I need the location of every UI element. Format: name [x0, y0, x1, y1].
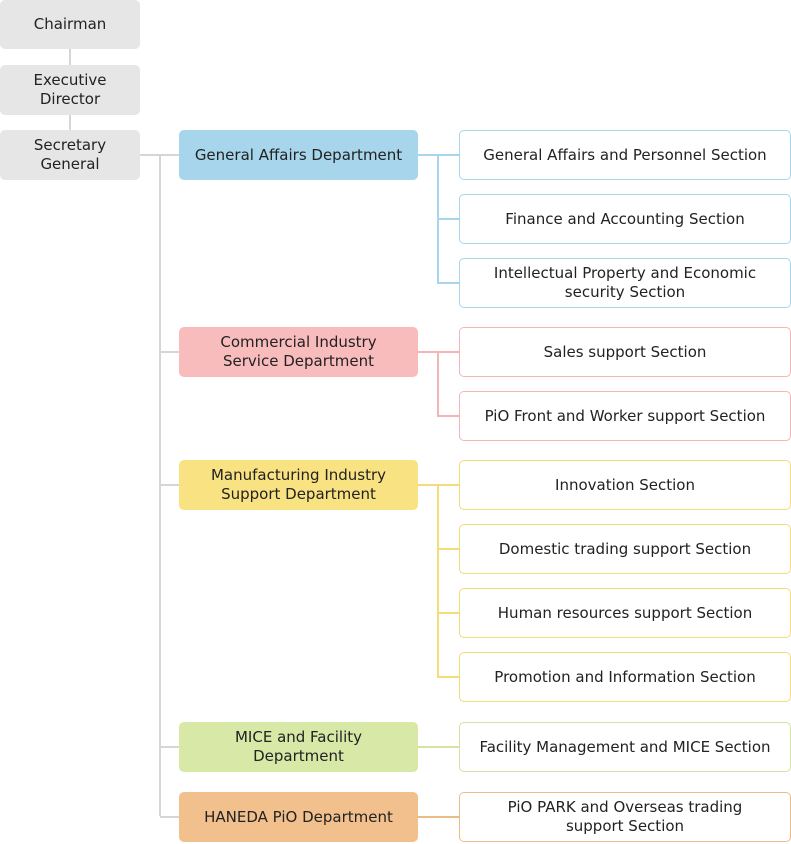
department-label: Manufacturing Industry Support Departmen… — [210, 466, 387, 503]
dept-branch-connector — [160, 746, 180, 748]
department-box: HANEDA PiO Department — [179, 792, 418, 842]
section-box: Innovation Section — [459, 460, 791, 510]
section-branch-line — [437, 351, 439, 416]
section-connector — [437, 548, 460, 550]
executive-director-label: Executive Director — [33, 71, 107, 108]
section-connector — [437, 816, 460, 818]
section-connector — [437, 218, 460, 220]
section-box: Finance and Accounting Section — [459, 194, 791, 244]
secretary-general-label: Secretary General — [33, 136, 107, 173]
section-box: Intellectual Property and Economic secur… — [459, 258, 791, 308]
section-box: PiO PARK and Overseas trading support Se… — [459, 792, 791, 842]
section-connector — [417, 484, 438, 486]
section-label: Finance and Accounting Section — [505, 209, 745, 228]
secretary-general-box: Secretary General — [0, 130, 140, 180]
section-connector — [417, 816, 438, 818]
section-connector — [417, 154, 438, 156]
department-box: Commercial Industry Service Department — [179, 327, 418, 377]
section-box: General Affairs and Personnel Section — [459, 130, 791, 180]
section-connector — [417, 746, 438, 748]
department-label: HANEDA PiO Department — [204, 807, 393, 826]
section-label: PiO Front and Worker support Section — [484, 406, 766, 425]
section-label: Domestic trading support Section — [498, 539, 752, 558]
section-connector — [437, 282, 460, 284]
section-box: Promotion and Information Section — [459, 652, 791, 702]
section-label: Innovation Section — [555, 475, 695, 494]
department-box: Manufacturing Industry Support Departmen… — [179, 460, 418, 510]
section-label: Promotion and Information Section — [494, 667, 756, 686]
section-connector — [437, 612, 460, 614]
section-branch-line — [437, 484, 439, 677]
section-connector — [437, 154, 460, 156]
dept-branch-connector — [160, 154, 180, 156]
section-connector — [437, 484, 460, 486]
chairman-box: Chairman — [0, 0, 140, 49]
section-connector — [437, 676, 460, 678]
department-box: MICE and Facility Department — [179, 722, 418, 772]
section-label: Human resources support Section — [497, 603, 753, 622]
dept-branch-connector — [160, 816, 180, 818]
section-box: PiO Front and Worker support Section — [459, 391, 791, 441]
dept-branch-connector — [160, 484, 180, 486]
department-label: Commercial Industry Service Department — [220, 333, 377, 370]
department-box: General Affairs Department — [179, 130, 418, 180]
section-box: Human resources support Section — [459, 588, 791, 638]
executive-director-box: Executive Director — [0, 65, 140, 115]
section-label: Facility Management and MICE Section — [479, 737, 771, 756]
dept-branch-connector — [160, 351, 180, 353]
section-label: General Affairs and Personnel Section — [483, 145, 767, 164]
section-box: Sales support Section — [459, 327, 791, 377]
section-connector — [417, 351, 438, 353]
section-connector — [437, 746, 460, 748]
section-label: PiO PARK and Overseas trading support Se… — [507, 798, 743, 835]
section-label: Intellectual Property and Economic secur… — [493, 264, 757, 301]
section-connector — [437, 415, 460, 417]
section-label: Sales support Section — [543, 342, 707, 361]
section-box: Domestic trading support Section — [459, 524, 791, 574]
department-label: General Affairs Department — [194, 145, 403, 164]
department-label: MICE and Facility Department — [234, 728, 363, 765]
section-box: Facility Management and MICE Section — [459, 722, 791, 772]
section-connector — [437, 351, 460, 353]
chairman-label: Chairman — [33, 15, 107, 33]
